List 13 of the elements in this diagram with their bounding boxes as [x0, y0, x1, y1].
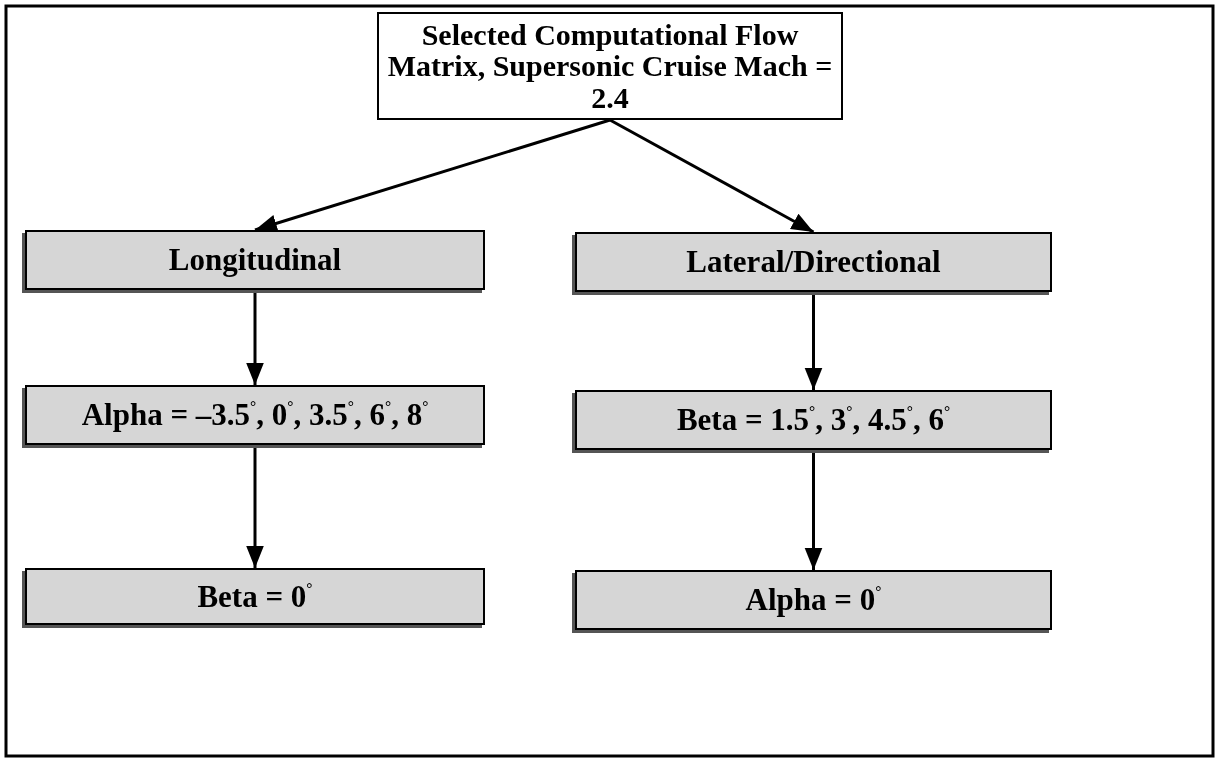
arrow — [246, 293, 264, 385]
process-box: Alpha = 0$^{°}$ — [575, 570, 1052, 630]
arrow — [246, 448, 264, 568]
process-box: Beta = 0$^{°}$ — [25, 568, 485, 625]
process-box: Longitudinal — [25, 230, 485, 290]
process-box: Lateral/Directional — [575, 232, 1052, 292]
process-box: Beta = 1.5$^{°}$, 3$^{°}$, 4.5$^{°}$, 6$^{°}$ — [575, 390, 1052, 450]
arrow — [804, 453, 823, 570]
process-box: Alpha = –3.5$^{°}$, 0$^{°}$, 3.5$^{°}$, 6$^{°}$, 8$^{°}$ — [25, 385, 485, 445]
arrow — [804, 295, 823, 390]
arrow — [609, 118, 815, 234]
arrow — [254, 118, 611, 232]
title-box: Selected Computational Flow Matrix, Supersonic Cruise Mach = 2.4 — [377, 12, 843, 120]
